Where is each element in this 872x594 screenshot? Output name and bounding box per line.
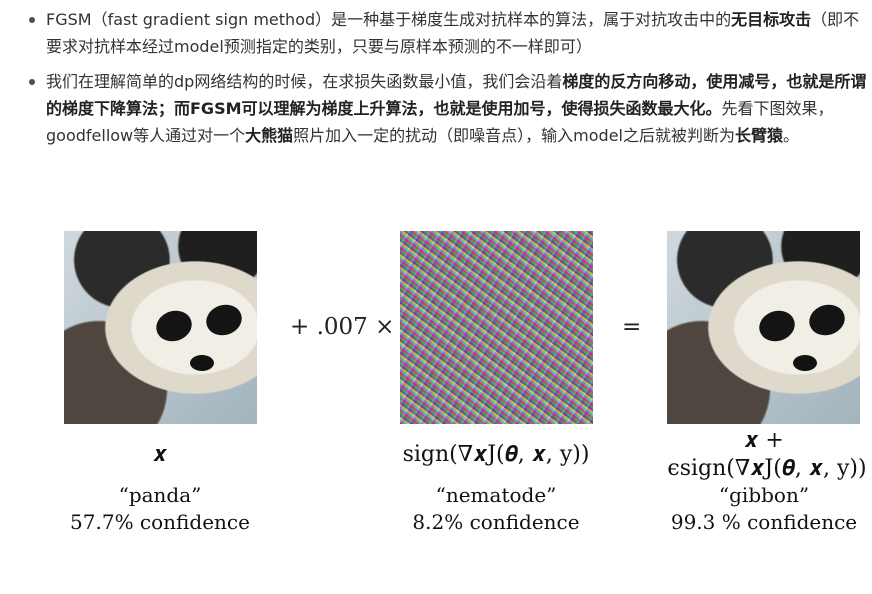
bullet-text: 我们在理解简单的dp网络结构的时候，在求损失函数最小值，我们会沿着梯度的反方向移… (46, 72, 866, 145)
panda-eye-left (152, 306, 196, 346)
panda-nose (793, 355, 817, 371)
adversarial-panda-image (667, 231, 860, 424)
bold-text-segment: 大熊猫 (245, 126, 294, 145)
bullet-list: FGSM（fast gradient sign method）是一种基于梯度生成… (28, 6, 872, 157)
math-sign-gradient: sign(∇𝒙J(𝜽, 𝒙, y)) (402, 442, 590, 467)
bullet-item-gradient-explanation: 我们在理解简单的dp网络结构的时候，在求损失函数最小值，我们会沿着梯度的反方向移… (28, 68, 872, 149)
label-panda: “panda” (118, 483, 202, 507)
bold-text-segment: 无目标攻击 (731, 10, 812, 29)
equals-operator: = (622, 314, 642, 340)
label-nematode: “nematode” (435, 483, 557, 507)
confidence-nematode: 8.2% confidence (412, 510, 580, 534)
math-epsilon-sign: ϵsign(∇𝒙J(𝜽, 𝒙, y)) (667, 456, 867, 481)
label-gibbon: “gibbon” (718, 483, 810, 507)
confidence-panda: 57.7% confidence (70, 510, 250, 534)
text-segment: 我们在理解简单的dp网络结构的时候，在求损失函数最小值，我们会沿着 (46, 72, 563, 91)
text-segment: （即不要求对抗样本经过model预测指定的类别，只要与原样本预测的不一样即可） (46, 10, 860, 56)
confidence-gibbon: 99.3 % confidence (670, 510, 858, 534)
bullet-item-fgsm-definition: FGSM（fast gradient sign method）是一种基于梯度生成… (28, 6, 872, 60)
math-x: 𝒙 (152, 442, 168, 467)
text-segment: FGSM（fast gradient sign method）是一种基于梯度生成… (46, 10, 732, 29)
bold-text-segment: 长臂猿 (734, 126, 783, 145)
text-segment: 先看下图效果，goodfellow等人通过对一个 (46, 99, 834, 145)
panda-eye-right (202, 300, 246, 340)
adversarial-example-figure: + .007 × = 𝒙 “panda” 57.7% confidence si… (0, 228, 872, 594)
panda-image (64, 231, 257, 424)
noise-image (400, 231, 593, 424)
plus-epsilon-operator: + .007 × (290, 314, 395, 340)
text-segment: 。 (783, 126, 800, 145)
panda-nose (190, 355, 214, 371)
text-segment: 照片加入一定的扰动（即噪音点），输入model之后就被判断为 (293, 126, 735, 145)
bullet-text: FGSM（fast gradient sign method）是一种基于梯度生成… (46, 10, 859, 56)
panda-eye-left (755, 306, 799, 346)
bold-text-segment: 梯度的反方向移动，使用减号，也就是所谓的梯度下降算法；而FGSM可以理解为梯度上… (46, 72, 867, 118)
math-x-plus: 𝒙 + (744, 428, 784, 453)
panda-eye-right (805, 300, 849, 340)
